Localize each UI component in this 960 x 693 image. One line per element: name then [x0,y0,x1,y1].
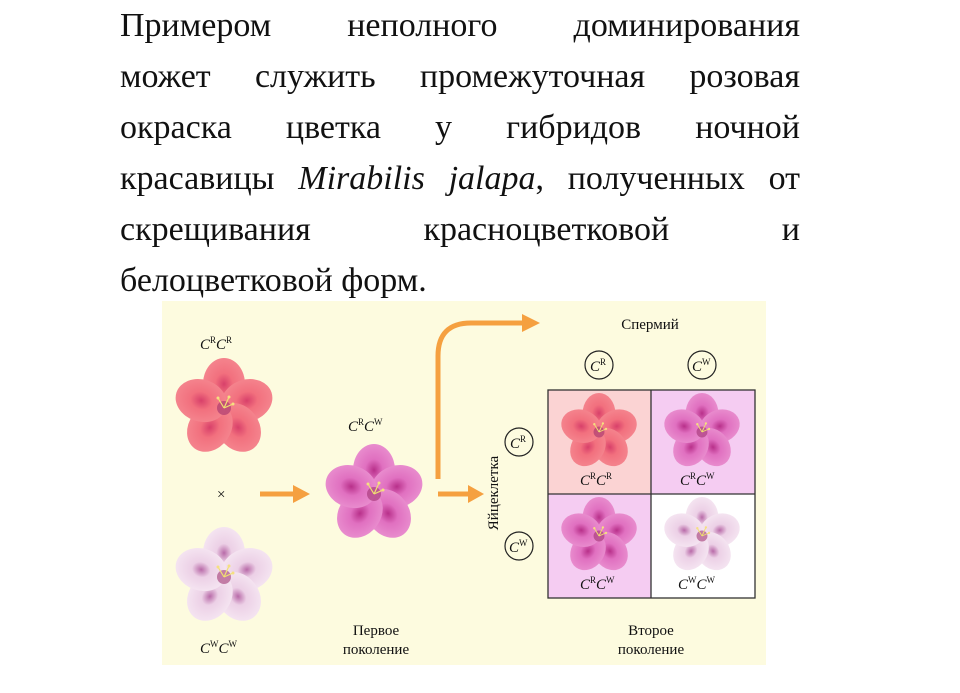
intro-paragraph: Примером неполного доминирования может с… [120,0,800,306]
genotype-offspring-rw-bottom: CRCW [580,575,615,593]
punnett-square: CRCR CRCW CRCW CWCW [547,389,756,599]
sperm-gamete-w: CW [687,350,717,380]
paragraph-line-4: красавицы Mirabilis jalapa, полученных о… [120,153,800,204]
second-generation-label-line1: Второе [628,623,674,639]
egg-gamete-r: CR [504,427,534,457]
sperm-gamete-r: CR [584,350,614,380]
genotype-offspring-rw-top: CRCW [680,471,715,489]
parent-white-flower [169,527,279,630]
paragraph-line-3: окраска цветка у гибридов ночной [120,109,800,146]
first-generation-label-line2: поколение [343,642,410,658]
genotype-parent-white: CWCW [200,639,238,657]
parent-red-flower [169,358,279,461]
paragraph-line-6: белоцветковой форм. [120,262,427,299]
genotype-offspring-rr: CRCR [580,471,612,489]
paragraph-line-1: Примером неполного доминирования [120,7,800,44]
genotype-first-generation: CRCW [348,417,383,435]
arrow-to-egg [438,485,484,503]
arrow-to-sperm [435,314,540,479]
diagram-canvas: CRCR × CWCW CRCW Первое поколение [169,314,756,658]
egg-label: Яйцеклетка [486,455,502,530]
svg-text:CR: CR [590,357,606,375]
cross-symbol: × [217,487,225,503]
line4-end: , полученных от [535,160,801,197]
line4-start: красавицы [120,160,299,197]
svg-text:CW: CW [692,357,711,375]
arrow-to-first-generation [260,485,310,503]
second-generation-label-line2: поколение [618,642,685,658]
paragraph-line-2: может служить промежуточная розовая [120,58,800,95]
sperm-label: Спермий [621,317,679,333]
inheritance-diagram: CRCR × CWCW CRCW Первое поколение [162,301,766,665]
genotype-offspring-ww: CWCW [678,575,716,593]
genotype-parent-red: CRCR [200,335,232,353]
svg-text:CW: CW [509,538,528,556]
egg-gamete-w: CW [504,531,534,561]
species-name: Mirabilis jalapa [298,160,536,197]
paragraph-line-5: скрещивания красноцветковой и [120,211,800,248]
first-generation-flower [319,444,429,547]
first-generation-label-line1: Первое [353,623,400,639]
svg-text:CR: CR [510,434,526,452]
